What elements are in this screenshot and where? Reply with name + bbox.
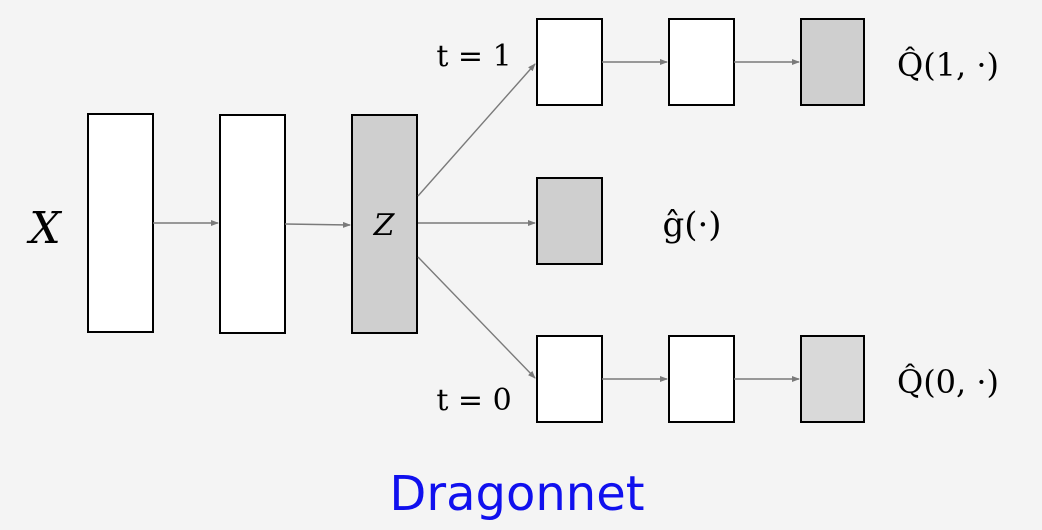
representation-layer-2 [219,114,286,334]
arrow-z-to-control-head [417,256,536,379]
treated-output-label: Q̂(1, ·) [897,46,999,84]
representation-layer-1 [87,113,154,333]
arrow-layer2-to-z [284,221,351,228]
propensity-output-label: ĝ(·) [662,205,721,245]
control-head-layer-1 [536,335,603,423]
arrow-z-to-treated-head [417,63,536,197]
latent-representation-z [351,114,418,334]
treated-head-layer-2 [668,18,735,106]
control-head-layer-2 [668,335,735,423]
control-head-output [800,335,865,423]
diagram-caption: Dragonnet [389,466,644,522]
control-output-label: Q̂(0, ·) [897,363,999,401]
propensity-head-output [536,177,603,265]
treated-condition-label: t = 1 [436,39,511,74]
treated-head-layer-1 [536,18,603,106]
control-condition-label: t = 0 [436,383,511,418]
input-label: X [26,203,62,254]
treated-head-output [800,18,865,106]
latent-label: Z [373,208,396,243]
